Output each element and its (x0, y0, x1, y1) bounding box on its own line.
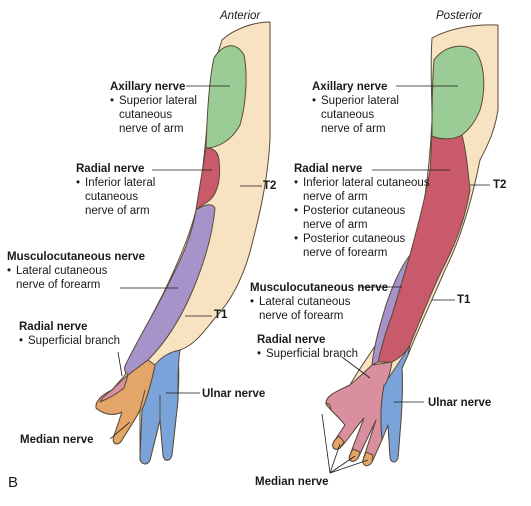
anterior-radial-superficial-label: Radial nerve Superficial branch (19, 320, 120, 348)
anterior-arm (95, 21, 271, 465)
posterior-radial-branch2-line2: nerve of arm (303, 219, 368, 231)
posterior-radial-branch1-line1: Inferior lateral cutaneous (294, 176, 430, 190)
posterior-axillary-branch-3: nerve of arm (321, 123, 386, 135)
posterior-axillary-zone (431, 45, 485, 140)
posterior-radial-branch3-line2: nerve of forearm (303, 247, 388, 259)
posterior-radial-branch2-line1: Posterior cutaneous (294, 204, 430, 218)
anterior-radial-branch-1: Inferior lateral (76, 176, 155, 190)
posterior-t2-label: T2 (493, 179, 507, 191)
posterior-view-title: Posterior (436, 10, 483, 22)
posterior-t1-label: T1 (457, 294, 471, 306)
posterior-axillary-branch-1: Superior lateral (312, 94, 399, 108)
anterior-radial-superficial-branch: Superficial branch (19, 334, 120, 348)
anterior-axillary-label: Axillary nerve Superior lateral cutaneou… (110, 80, 197, 136)
posterior-axillary-label: Axillary nerve Superior lateral cutaneou… (312, 80, 399, 136)
anterior-radial-label: Radial nerve Inferior lateral cutaneous … (76, 162, 155, 218)
anterior-median-zone (95, 359, 156, 445)
anterior-radial-nerve: Radial nerve (76, 163, 145, 175)
posterior-musculocutaneous-branch-2: nerve of forearm (259, 310, 344, 322)
leader-lines (109, 85, 490, 474)
posterior-musculocutaneous-zone (371, 254, 411, 366)
posterior-musculocutaneous-label: Musculocutaneous nerve Lateral cutaneous… (250, 281, 388, 323)
anterior-axillary-nerve: Axillary nerve (110, 81, 186, 93)
posterior-radial-superficial-nerve: Radial nerve (257, 334, 326, 346)
anterior-musculocutaneous-branch-2: nerve of forearm (16, 279, 101, 291)
anterior-radial-superficial-zone (99, 374, 129, 403)
anterior-ulnar-label: Ulnar nerve (202, 388, 266, 400)
anterior-radial-branch-3: nerve of arm (85, 205, 150, 217)
anterior-musculocutaneous-branch-1: Lateral cutaneous (7, 264, 145, 278)
posterior-ulnar-label: Ulnar nerve (428, 397, 492, 409)
posterior-radial-branch1-line2: nerve of arm (303, 191, 368, 203)
posterior-radial-nerve: Radial nerve (294, 163, 363, 175)
posterior-radial-label: Radial nerve Inferior lateral cutaneous … (294, 162, 430, 260)
anterior-musculocutaneous-label: Musculocutaneous nerve Lateral cutaneous… (7, 250, 145, 292)
posterior-radial-branch3-line1: Posterior cutaneous (294, 232, 430, 246)
anterior-axillary-branch-1: Superior lateral (110, 94, 197, 108)
anterior-radial-branch-2: cutaneous (85, 191, 139, 203)
anterior-radial-zone (195, 147, 221, 211)
anterior-t1-label: T1 (214, 309, 228, 321)
anterior-t2-label: T2 (263, 180, 277, 192)
figure-label: B (8, 474, 19, 491)
anterior-axillary-branch-2: cutaneous (119, 109, 173, 121)
anterior-view-title: Anterior (220, 10, 261, 22)
anterior-radial-superficial-nerve: Radial nerve (19, 321, 88, 333)
anterior-median-label: Median nerve (20, 434, 94, 446)
posterior-radial-superficial-label: Radial nerve Superficial branch (257, 333, 358, 361)
posterior-radial-superficial-branch: Superficial branch (257, 347, 358, 361)
posterior-musculocutaneous-nerve: Musculocutaneous nerve (250, 282, 389, 294)
posterior-median-label: Median nerve (255, 476, 329, 488)
posterior-axillary-branch-2: cutaneous (321, 109, 375, 121)
anterior-axillary-zone (205, 45, 247, 149)
anterior-axillary-branch-3: nerve of arm (119, 123, 184, 135)
posterior-axillary-nerve: Axillary nerve (312, 81, 388, 93)
posterior-musculocutaneous-branch-1: Lateral cutaneous (250, 295, 388, 309)
anterior-musculocutaneous-nerve: Musculocutaneous nerve (7, 251, 146, 263)
